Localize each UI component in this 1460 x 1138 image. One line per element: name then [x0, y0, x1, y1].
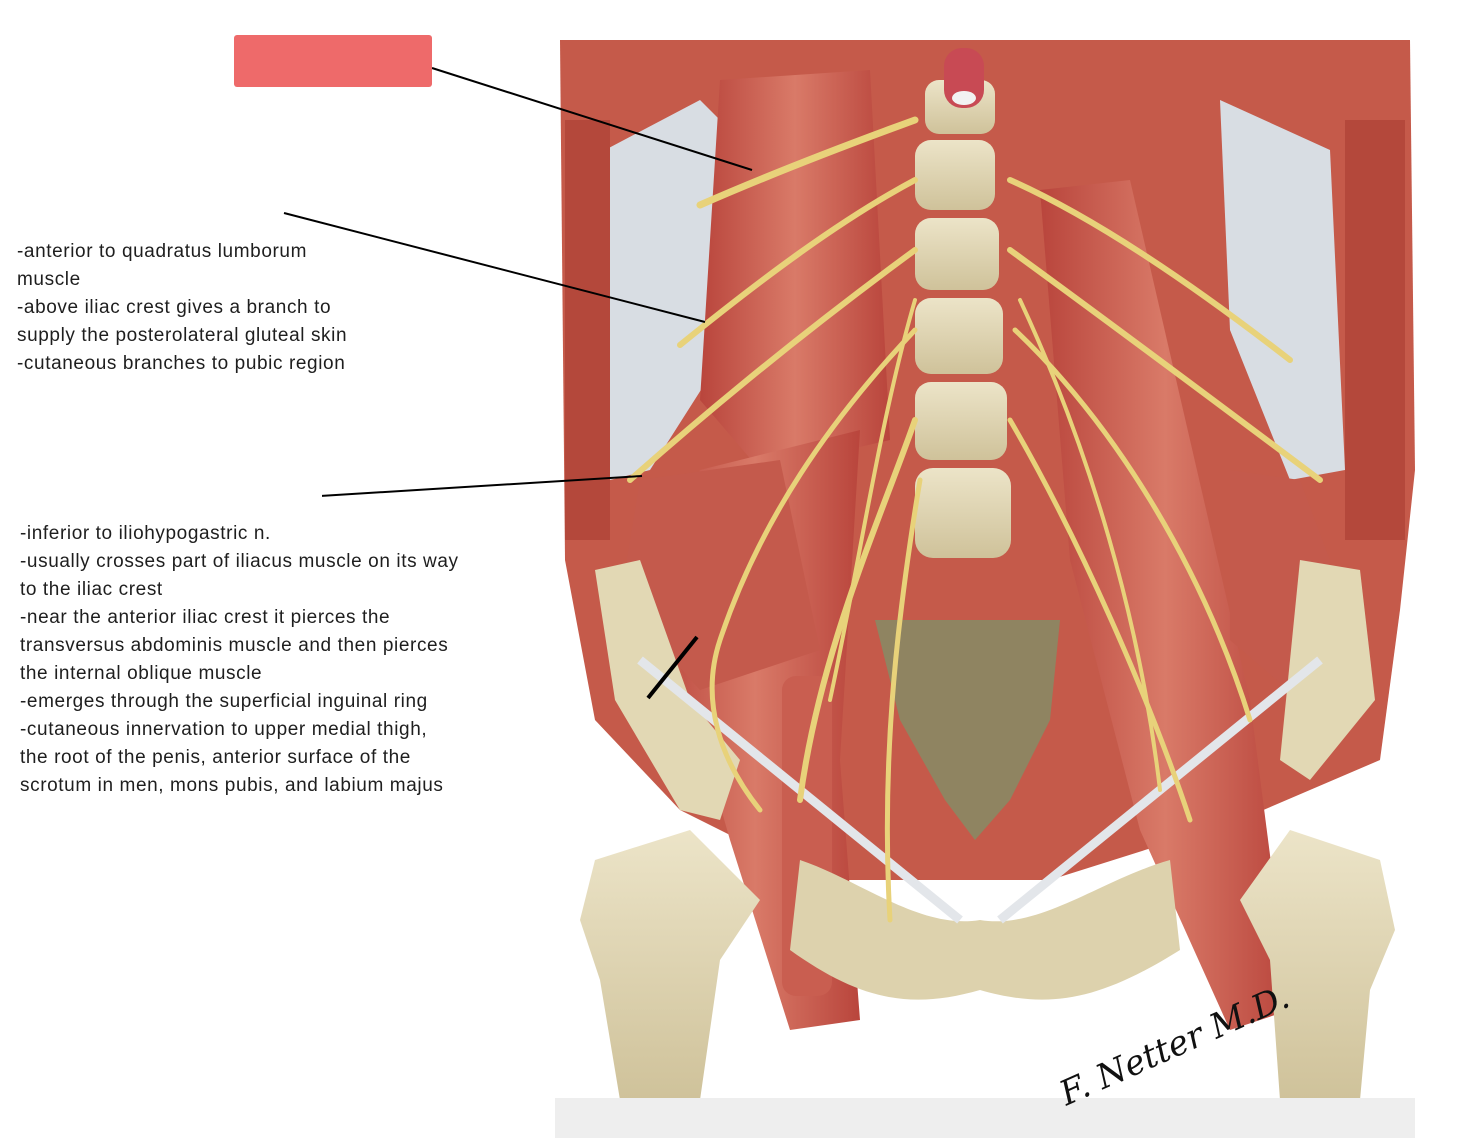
- ilioinguinal-note-line: to the iliac crest: [20, 579, 163, 600]
- psoas-major-right: [1040, 180, 1290, 1030]
- lumbar-vertebra-1: [915, 140, 995, 210]
- right-genitofemoral-nerve: [1018, 298, 1162, 792]
- aorta-lumen: [952, 91, 976, 105]
- femur-left: [580, 830, 760, 1100]
- iliac-crest-right: [1280, 560, 1375, 780]
- aorta-stump: [944, 48, 984, 108]
- right-ilioinguinal-nerve: [1007, 247, 1323, 483]
- ilioinguinal-note-line: the root of the penis, anterior surface …: [20, 747, 411, 768]
- right-femoral-nerve: [1007, 417, 1193, 823]
- obturator-nerve: [884, 477, 923, 923]
- lateral-femoral-cutaneous-nerve: [709, 327, 918, 813]
- ilioinguinal-notes: -inferior to iliohypogastric n. -usually …: [20, 520, 520, 800]
- iliohypogastric-notes: -anterior to quadratus lumborum muscle -ab…: [17, 238, 377, 378]
- iliohypogastric-note-line: -anterior to quadratus lumborum: [17, 241, 308, 262]
- iliohypogastric-note-line: -cutaneous branches to pubic region: [17, 353, 346, 374]
- red-redacted-label: [234, 35, 432, 87]
- ilioinguinal-note-line: -emerges through the superficial inguina…: [20, 691, 428, 712]
- bottom-band: [555, 1098, 1415, 1138]
- leader-line-ilioinguinal: [319, 475, 643, 497]
- right-lateral-femoral-nerve: [1012, 327, 1253, 723]
- lumbar-vertebra-3: [915, 298, 1003, 374]
- right-iliohypogastric-nerve: [1007, 177, 1293, 363]
- iliohypogastric-note-line: -above iliac crest gives a branch to: [17, 297, 332, 318]
- ilioinguinal-note-line: the internal oblique muscle: [20, 663, 263, 684]
- ilioinguinal-note-line: -near the anterior iliac crest it pierce…: [20, 607, 391, 628]
- ilioinguinal-nerve: [627, 247, 918, 483]
- genitofemoral-nerve: [828, 298, 917, 702]
- quadratus-lumborum-left: [700, 70, 890, 470]
- lumbar-vertebra-2: [915, 218, 999, 290]
- sacrum: [875, 620, 1060, 840]
- ilioinguinal-note-line: -inferior to iliohypogastric n.: [20, 523, 271, 544]
- ilioinguinal-note-line: -cutaneous innervation to upper medial t…: [20, 719, 428, 740]
- ilioinguinal-note-line: scrotum in men, mons pubis, and labium m…: [20, 775, 444, 796]
- iliac-crest-left: [595, 560, 740, 820]
- artist-signature: F. Netter M.D.: [1054, 977, 1296, 1132]
- masked-label-ilioinguinal: [8, 486, 322, 526]
- ilioinguinal-note-line: transversus abdominis muscle and then pi…: [20, 635, 449, 656]
- ilioinguinal-note-line: -usually crosses part of iliacus muscle …: [20, 551, 459, 572]
- femoral-nerve: [797, 417, 918, 803]
- left-wall-strip: [565, 120, 610, 540]
- iliohypogastric-note-line: supply the posterolateral gluteal skin: [17, 325, 348, 346]
- lumbar-vertebra-4: [915, 382, 1007, 460]
- pubic-arch: [790, 860, 1180, 1000]
- subcostal-nerve: [696, 116, 919, 209]
- iliohypogastric-note-line: muscle: [17, 269, 81, 290]
- transverse-fascia-right: [1220, 100, 1345, 480]
- masked-label-iliohypogastric: [10, 207, 272, 241]
- iliohypogastric-nerve: [677, 177, 918, 348]
- leader-line-iliohypogastric: [283, 212, 706, 323]
- right-wall-strip: [1345, 120, 1405, 540]
- leader-line-top-label: [431, 67, 753, 171]
- iliacus-left: [620, 460, 820, 690]
- femur-right: [1240, 830, 1395, 1100]
- lumbar-vertebra-5: [915, 468, 1011, 558]
- leader-line-lower-marker: [646, 635, 699, 700]
- lumbar-plexus-nerves: [627, 116, 1323, 923]
